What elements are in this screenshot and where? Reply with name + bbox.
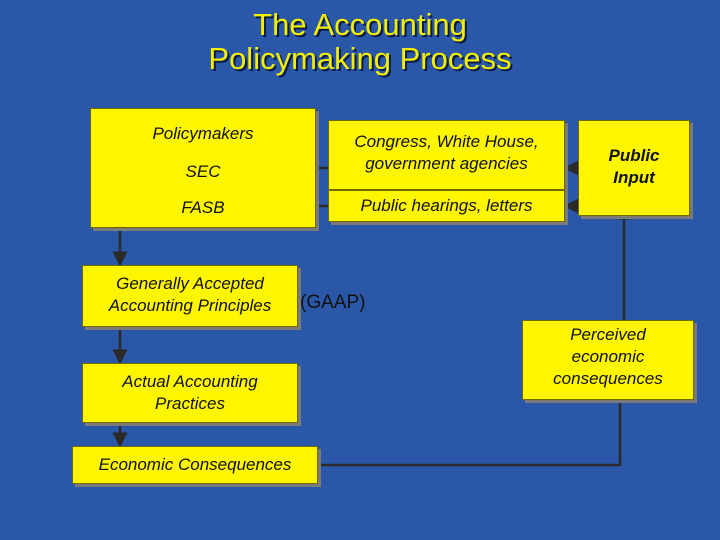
title-line-2: Policymaking Process: [208, 41, 512, 76]
hearings-label: Public hearings, letters: [360, 196, 533, 215]
congress-line-1: Congress, White House,: [354, 132, 539, 151]
practices-box: Actual Accounting Practices: [82, 363, 298, 423]
econ-label: Economic Consequences: [98, 455, 292, 474]
policymakers-sec: SEC: [185, 162, 221, 181]
title-line-1: The Accounting: [253, 7, 467, 42]
hearings-box: Public hearings, letters: [328, 190, 565, 222]
gaap-line-1: Generally Accepted: [116, 274, 264, 293]
public-input-line-1: Public: [608, 146, 660, 165]
perceived-line-1: Perceived: [570, 325, 646, 344]
policymakers-fasb: FASB: [181, 198, 225, 217]
policymakers-box: Policymakers SEC FASB: [90, 108, 316, 228]
practices-line-2: Practices: [155, 394, 225, 413]
gaap-abbrev: (GAAP): [300, 292, 366, 313]
gaap-box: Generally Accepted Accounting Principles: [82, 265, 298, 327]
congress-box: Congress, White House, government agenci…: [328, 120, 565, 190]
public-input-box: Public Input: [578, 120, 690, 216]
arrow-econ-to-perceived: [318, 386, 628, 467]
perceived-line-2: economic: [571, 347, 645, 366]
congress-line-2: government agencies: [365, 154, 528, 173]
practices-line-1: Actual Accounting: [122, 372, 258, 391]
policymakers-heading: Policymakers: [152, 124, 254, 143]
gaap-line-2: Accounting Principles: [108, 296, 272, 315]
econ-box: Economic Consequences: [72, 446, 318, 484]
public-input-line-2: Input: [613, 168, 655, 187]
perceived-line-3: consequences: [553, 369, 663, 388]
diagram-title: The Accounting Policymaking Process: [0, 8, 720, 76]
perceived-box: Perceived economic consequences: [522, 320, 694, 400]
